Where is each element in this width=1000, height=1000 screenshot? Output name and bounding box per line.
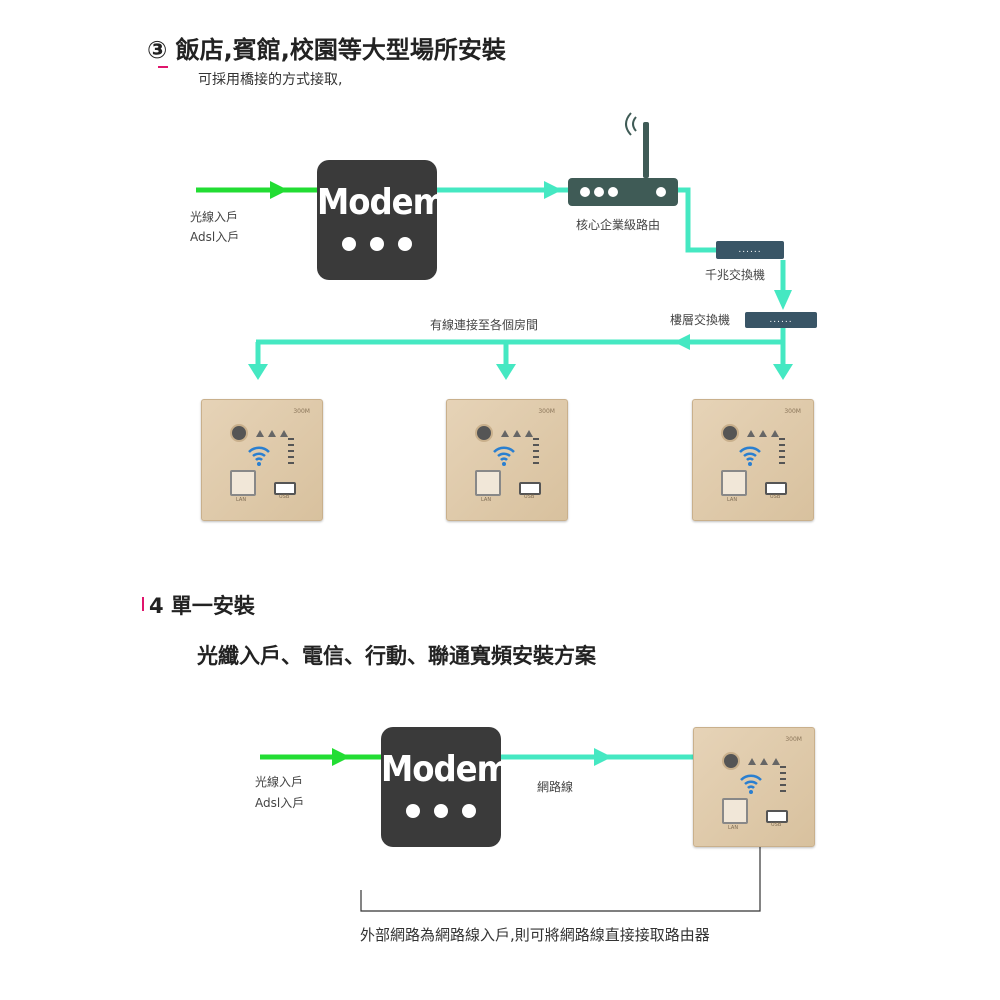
wifi-icon <box>740 774 762 794</box>
modem-panel-arrow <box>594 748 612 766</box>
wifi-toggle-icon <box>759 430 767 437</box>
accent-bar <box>142 597 144 611</box>
reset-icon <box>747 430 755 437</box>
status-leds <box>288 438 294 468</box>
switch-floor-arrow <box>774 290 792 310</box>
reset-icon <box>256 430 264 437</box>
lan-port-label: LAN <box>728 825 739 831</box>
power-button <box>230 424 248 442</box>
lan-port <box>230 470 256 496</box>
lan-port-label: LAN <box>727 497 738 503</box>
drop-arrow-3 <box>773 364 793 380</box>
lan-port <box>475 470 501 496</box>
reset-icon <box>748 758 756 765</box>
status-leds <box>533 438 539 468</box>
section4-connections <box>260 748 761 912</box>
modem-label: Modem <box>381 749 510 790</box>
section3-subtitle: 可採用橋接的方式接取, <box>198 72 343 88</box>
lan-port-label: LAN <box>236 497 247 503</box>
section4-note: 外部網路為網路線入戶,則可將網路線直接接取路由器 <box>360 926 710 944</box>
input-label-fiber: 光線入戶 <box>190 210 239 224</box>
section4-title: 4 單一安裝 <box>149 594 255 618</box>
router-switch-line <box>678 187 716 253</box>
reset-icon <box>501 430 509 437</box>
modem-router-arrow <box>544 181 562 199</box>
antenna <box>643 122 649 178</box>
wifi-toggle-icon <box>513 430 521 437</box>
modem-label: Modem <box>317 182 446 223</box>
cable-label: 網路線 <box>537 780 574 794</box>
signal-wave-2 <box>625 112 632 136</box>
floor-switch: ...... <box>745 312 817 328</box>
gigabit-switch-label: 千兆交換機 <box>705 268 766 282</box>
wps-icon <box>771 430 779 437</box>
usb-port <box>274 482 296 495</box>
router-label: 核心企業級路由 <box>576 218 661 232</box>
usb-port-label: USB <box>770 494 781 500</box>
lan-port <box>722 798 748 824</box>
section3-connections <box>196 112 793 380</box>
power-button <box>721 424 739 442</box>
wifi-toggle-icon <box>268 430 276 437</box>
gigabit-switch: ...... <box>716 241 784 259</box>
floor-switch-label: 樓層交換機 <box>670 313 731 327</box>
usb-port <box>766 810 788 823</box>
usb-port-label: USB <box>279 494 290 500</box>
modem-dots <box>317 237 437 251</box>
wifi-toggle-icon <box>760 758 768 765</box>
input-label-fiber: 光線入戶 <box>255 775 304 789</box>
distribution-arrow <box>674 334 690 350</box>
wall-router-panel-3: 300M LAN USB <box>692 399 814 521</box>
input-label-adsl: Adsl入戶 <box>255 796 305 810</box>
wps-icon <box>525 430 533 437</box>
input-label-adsl: Adsl入戶 <box>190 230 240 244</box>
modem: Modem <box>317 160 446 280</box>
usb-port <box>519 482 541 495</box>
usb-port-label: USB <box>524 494 535 500</box>
note-bracket <box>360 845 761 912</box>
wired-label: 有線連接至各個房間 <box>430 318 539 332</box>
wifi-icon <box>248 446 270 466</box>
panel-badge: 300M <box>784 408 801 415</box>
accent-mark <box>158 66 168 68</box>
wifi-icon <box>493 446 515 466</box>
signal-wave-1 <box>632 116 637 132</box>
status-leds <box>779 438 785 468</box>
power-button <box>722 752 740 770</box>
lan-port-label: LAN <box>481 497 492 503</box>
section3-title: ③ 飯店,賓館,校園等大型場所安裝 <box>147 36 506 64</box>
panel-badge: 300M <box>785 736 802 743</box>
power-button <box>475 424 493 442</box>
wifi-icon <box>739 446 761 466</box>
drop-arrow-2 <box>496 364 516 380</box>
wall-router-panel-1: 300M LAN USB <box>201 399 323 521</box>
panel-badge: 300M <box>538 408 555 415</box>
panel-badge: 300M <box>293 408 310 415</box>
section4-subtitle: 光纖入戶、電信、行動、聯通寬頻安裝方案 <box>197 644 596 668</box>
input-arrow <box>270 181 288 199</box>
modem-dots <box>381 804 501 818</box>
status-leds <box>780 766 786 796</box>
wall-router-panel-single: 300M LAN USB <box>693 727 815 847</box>
wps-icon <box>280 430 288 437</box>
drop-arrow-1 <box>248 364 268 380</box>
lan-port <box>721 470 747 496</box>
core-router <box>568 178 678 206</box>
input-arrow <box>332 748 350 766</box>
wall-router-panel-2: 300M LAN USB <box>446 399 568 521</box>
wps-icon <box>772 758 780 765</box>
usb-port-label: USB <box>771 822 782 828</box>
usb-port <box>765 482 787 495</box>
modem: Modem <box>381 727 510 847</box>
